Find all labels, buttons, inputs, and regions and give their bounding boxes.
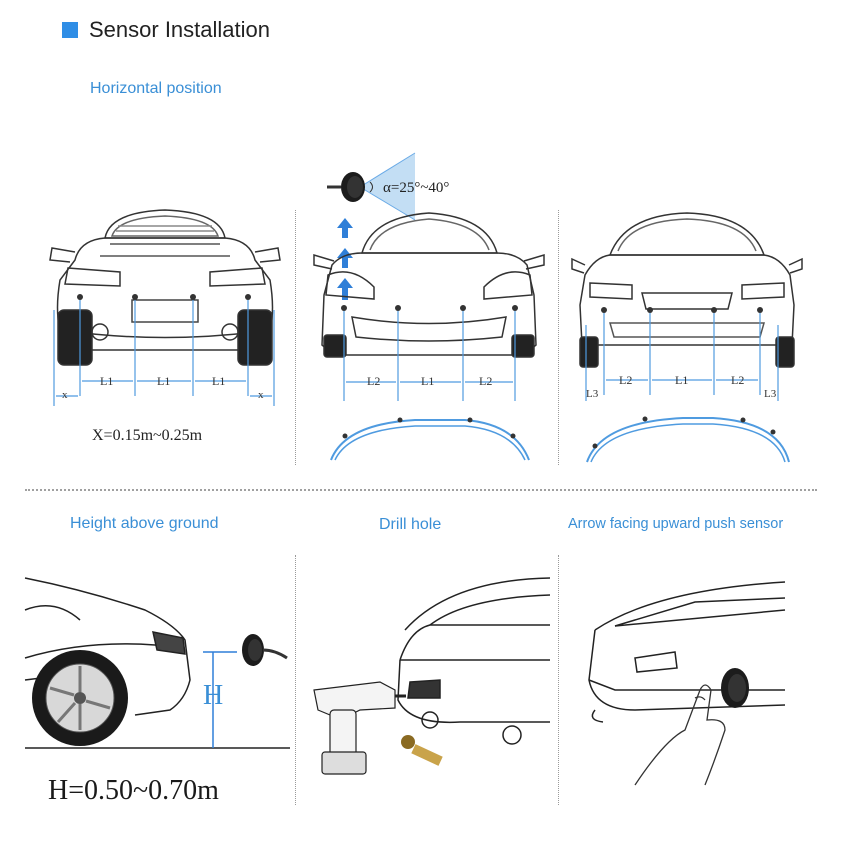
label-height-above-ground: Height above ground bbox=[70, 515, 219, 532]
height-marker: H bbox=[203, 680, 224, 711]
divider-top-2 bbox=[558, 210, 559, 465]
label-horizontal-position: Horizontal position bbox=[90, 80, 222, 97]
header-accent-square bbox=[62, 22, 78, 38]
divider-bottom-1 bbox=[295, 555, 296, 805]
page-title: Sensor Installation bbox=[89, 17, 270, 42]
dim-l1-sedan: L1 bbox=[675, 373, 689, 387]
drill-hole-illustration bbox=[313, 577, 551, 775]
formula-x: X=0.15m~0.25m bbox=[92, 427, 203, 444]
dim-l3-left: L3 bbox=[586, 388, 599, 400]
front-sport-car-illustration bbox=[313, 212, 545, 401]
formula-height: H=0.50~0.70m bbox=[48, 775, 219, 806]
rear-car-illustration bbox=[49, 209, 281, 406]
dim-l1-a: L1 bbox=[100, 374, 114, 388]
bumper-arc-sport bbox=[330, 417, 530, 461]
angle-cone-illustration bbox=[327, 152, 416, 221]
label-drill-hole: Drill hole bbox=[379, 516, 442, 533]
dim-x-right: x bbox=[258, 389, 264, 401]
divider-top-1 bbox=[295, 210, 296, 465]
bumper-arc-sedan bbox=[586, 416, 790, 463]
dim-x-left: x bbox=[62, 389, 68, 401]
dim-l1-b: L1 bbox=[157, 374, 171, 388]
car-side-rear-illustration bbox=[24, 577, 290, 749]
push-sensor-illustration bbox=[588, 581, 786, 786]
dim-l3-right: L3 bbox=[764, 388, 777, 400]
divider-horizontal bbox=[25, 489, 817, 491]
divider-bottom-2 bbox=[558, 555, 559, 805]
dim-l1-c: L1 bbox=[212, 374, 226, 388]
dim-l2-right: L2 bbox=[479, 374, 493, 388]
dim-l2-sedan-right: L2 bbox=[731, 373, 745, 387]
label-arrow-facing: Arrow facing upward push sensor bbox=[568, 516, 784, 532]
dim-l1-mid: L1 bbox=[421, 374, 435, 388]
angle-label: α=25°~40° bbox=[383, 180, 450, 196]
front-sedan-illustration bbox=[571, 212, 803, 401]
dim-l2-sedan-left: L2 bbox=[619, 373, 633, 387]
dim-l2-left: L2 bbox=[367, 374, 381, 388]
arrow-up-icon bbox=[337, 218, 353, 300]
